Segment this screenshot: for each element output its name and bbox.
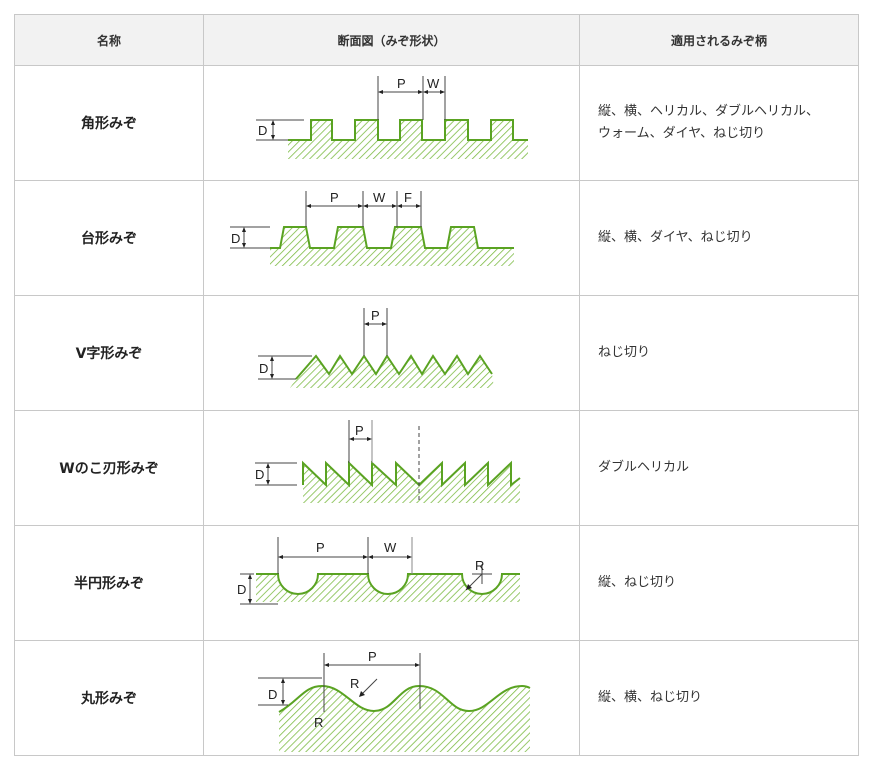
groove-name: 角形みぞ <box>14 65 204 181</box>
label-p: P <box>330 190 339 205</box>
square-groove-diagram: P W D <box>203 65 580 181</box>
w-sawtooth-groove-diagram: P D <box>203 410 580 526</box>
label-d: D <box>258 123 267 138</box>
groove-name: 台形みぞ <box>14 180 204 296</box>
table-header-row: 名称 断面図（みぞ形状） 適用されるみぞ柄 <box>14 14 859 66</box>
label-d: D <box>231 231 240 246</box>
label-p: P <box>371 308 380 323</box>
trapezoid-groove-diagram: P W F D <box>203 180 580 296</box>
table-row: 台形みぞ <box>14 180 859 296</box>
table-row: V字形みぞ <box>14 295 859 411</box>
label-p: P <box>355 423 364 438</box>
label-d: D <box>268 687 277 702</box>
applicable-pattern: 縦、横、ヘリカル、ダブルヘリカル、 ウォーム、ダイヤ、ねじ切り <box>579 65 859 181</box>
label-p: P <box>316 540 325 555</box>
label-w: W <box>384 540 397 555</box>
table-row: 丸形みぞ <box>14 640 859 756</box>
header-name: 名称 <box>14 14 204 66</box>
applicable-pattern: ダブルヘリカル <box>579 410 859 526</box>
label-r-concave: R <box>350 676 359 691</box>
label-p: P <box>368 649 377 664</box>
applicable-pattern: 縦、ねじ切り <box>579 525 859 641</box>
label-r-convex: R <box>314 715 323 730</box>
table-row: Wのこ刃形みぞ <box>14 410 859 526</box>
label-d: D <box>255 467 264 482</box>
label-p: P <box>397 76 406 91</box>
label-w: W <box>427 76 440 91</box>
round-groove-diagram: P R R D <box>203 640 580 756</box>
label-w: W <box>373 190 386 205</box>
applicable-pattern: ねじ切り <box>579 295 859 411</box>
applicable-pattern: 縦、横、ねじ切り <box>579 640 859 756</box>
table-row: 角形みぞ <box>14 65 859 181</box>
groove-name: Wのこ刃形みぞ <box>14 410 204 526</box>
label-d: D <box>237 582 246 597</box>
v-groove-diagram: P D <box>203 295 580 411</box>
semicircle-groove-diagram: P W R D <box>203 525 580 641</box>
header-cross-section: 断面図（みぞ形状） <box>203 14 580 66</box>
label-f: F <box>404 190 412 205</box>
table-row: 半円形みぞ <box>14 525 859 641</box>
header-applicable-pattern: 適用されるみぞ柄 <box>579 14 859 66</box>
groove-name: 丸形みぞ <box>14 640 204 756</box>
applicable-pattern: 縦、横、ダイヤ、ねじ切り <box>579 180 859 296</box>
label-d: D <box>259 361 268 376</box>
label-r: R <box>475 558 484 573</box>
groove-name: V字形みぞ <box>14 295 204 411</box>
groove-name: 半円形みぞ <box>14 525 204 641</box>
groove-table: 名称 断面図（みぞ形状） 適用されるみぞ柄 角形みぞ <box>14 14 859 756</box>
